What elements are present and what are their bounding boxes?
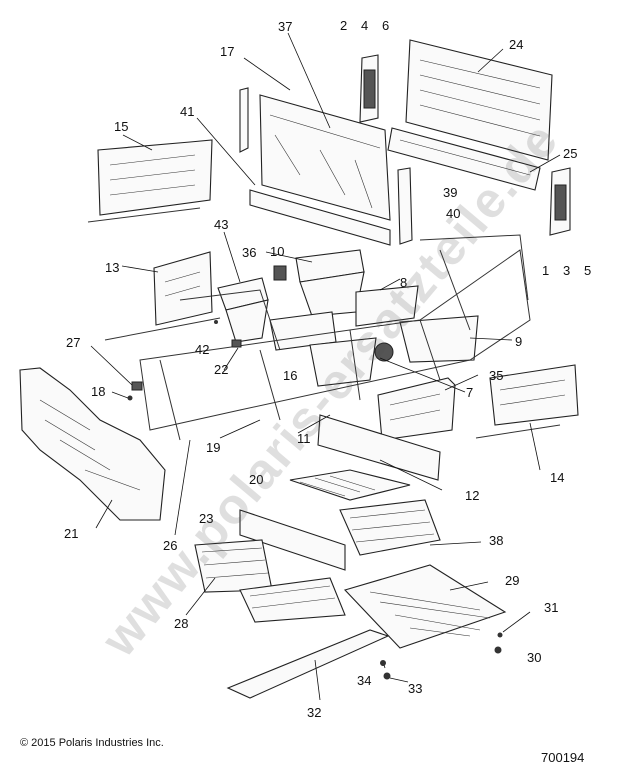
callout-37: 37 [278,19,292,34]
drawing-number: 700194 [541,750,585,765]
part-right-door [475,364,579,439]
callout-9: 9 [515,334,522,349]
part-floor-rail [249,189,391,246]
callout-28: 28 [174,616,188,631]
part-skid-plate [343,564,507,649]
callout-16: 16 [283,368,297,383]
callout-14: 14 [550,470,564,485]
callout-6: 6 [382,18,389,33]
callout-12: 12 [465,488,479,503]
callout-22: 22 [214,362,228,377]
callout-8: 8 [400,275,407,290]
callout-40: 40 [446,206,460,221]
callout-25: 25 [563,146,577,161]
callout-1: 1 [542,263,549,278]
callout-3: 3 [563,263,570,278]
part-front-dash [19,367,166,521]
copyright-notice: © 2015 Polaris Industries Inc. [20,737,164,749]
callout-20: 20 [249,472,263,487]
callout-41: 41 [180,104,194,119]
part-lower-rail [226,629,390,699]
callout-11: 11 [297,431,311,446]
callout-5: 5 [584,263,591,278]
part-floor-pan-front [194,509,346,623]
part-floor-pan-rear [289,414,441,556]
leader-lines [90,32,561,701]
part-hardware [127,320,503,680]
callout-31: 31 [544,600,558,615]
callout-23: 23 [199,511,213,526]
callout-34: 34 [357,673,371,688]
callout-43: 43 [214,217,228,232]
callout-10: 10 [270,244,284,259]
part-left-rear-door [104,251,221,341]
callout-36: 36 [242,245,256,260]
callout-24: 24 [509,37,523,52]
callout-4: 4 [361,18,368,33]
callout-labels: 2 4 6 37 24 17 41 15 25 39 40 43 36 10 1… [64,18,591,720]
part-rear-trim-right [549,167,571,236]
callout-30: 30 [527,650,541,665]
part-left-door [87,139,213,223]
callout-21: 21 [64,526,78,541]
callout-15: 15 [114,119,128,134]
callout-26: 26 [163,538,177,553]
callout-35: 35 [489,368,503,383]
part-rear-cab-panel [387,39,553,191]
callout-17: 17 [220,44,234,59]
callout-39: 39 [443,185,457,200]
part-rear-trim-upper [359,54,379,123]
part-rear-bulkhead [239,87,413,245]
part-chassis-frame [139,234,531,441]
callout-7: 7 [466,385,473,400]
callout-32: 32 [307,705,321,720]
callout-27: 27 [66,335,80,350]
callout-42: 42 [195,342,209,357]
part-right-rear-door [377,377,456,441]
callout-29: 29 [505,573,519,588]
callout-19: 19 [206,440,220,455]
callout-38: 38 [489,533,503,548]
callout-13: 13 [105,260,119,275]
part-storage-bins [217,249,479,387]
callout-33: 33 [408,681,422,696]
callout-18: 18 [91,384,105,399]
callout-2: 2 [340,18,347,33]
